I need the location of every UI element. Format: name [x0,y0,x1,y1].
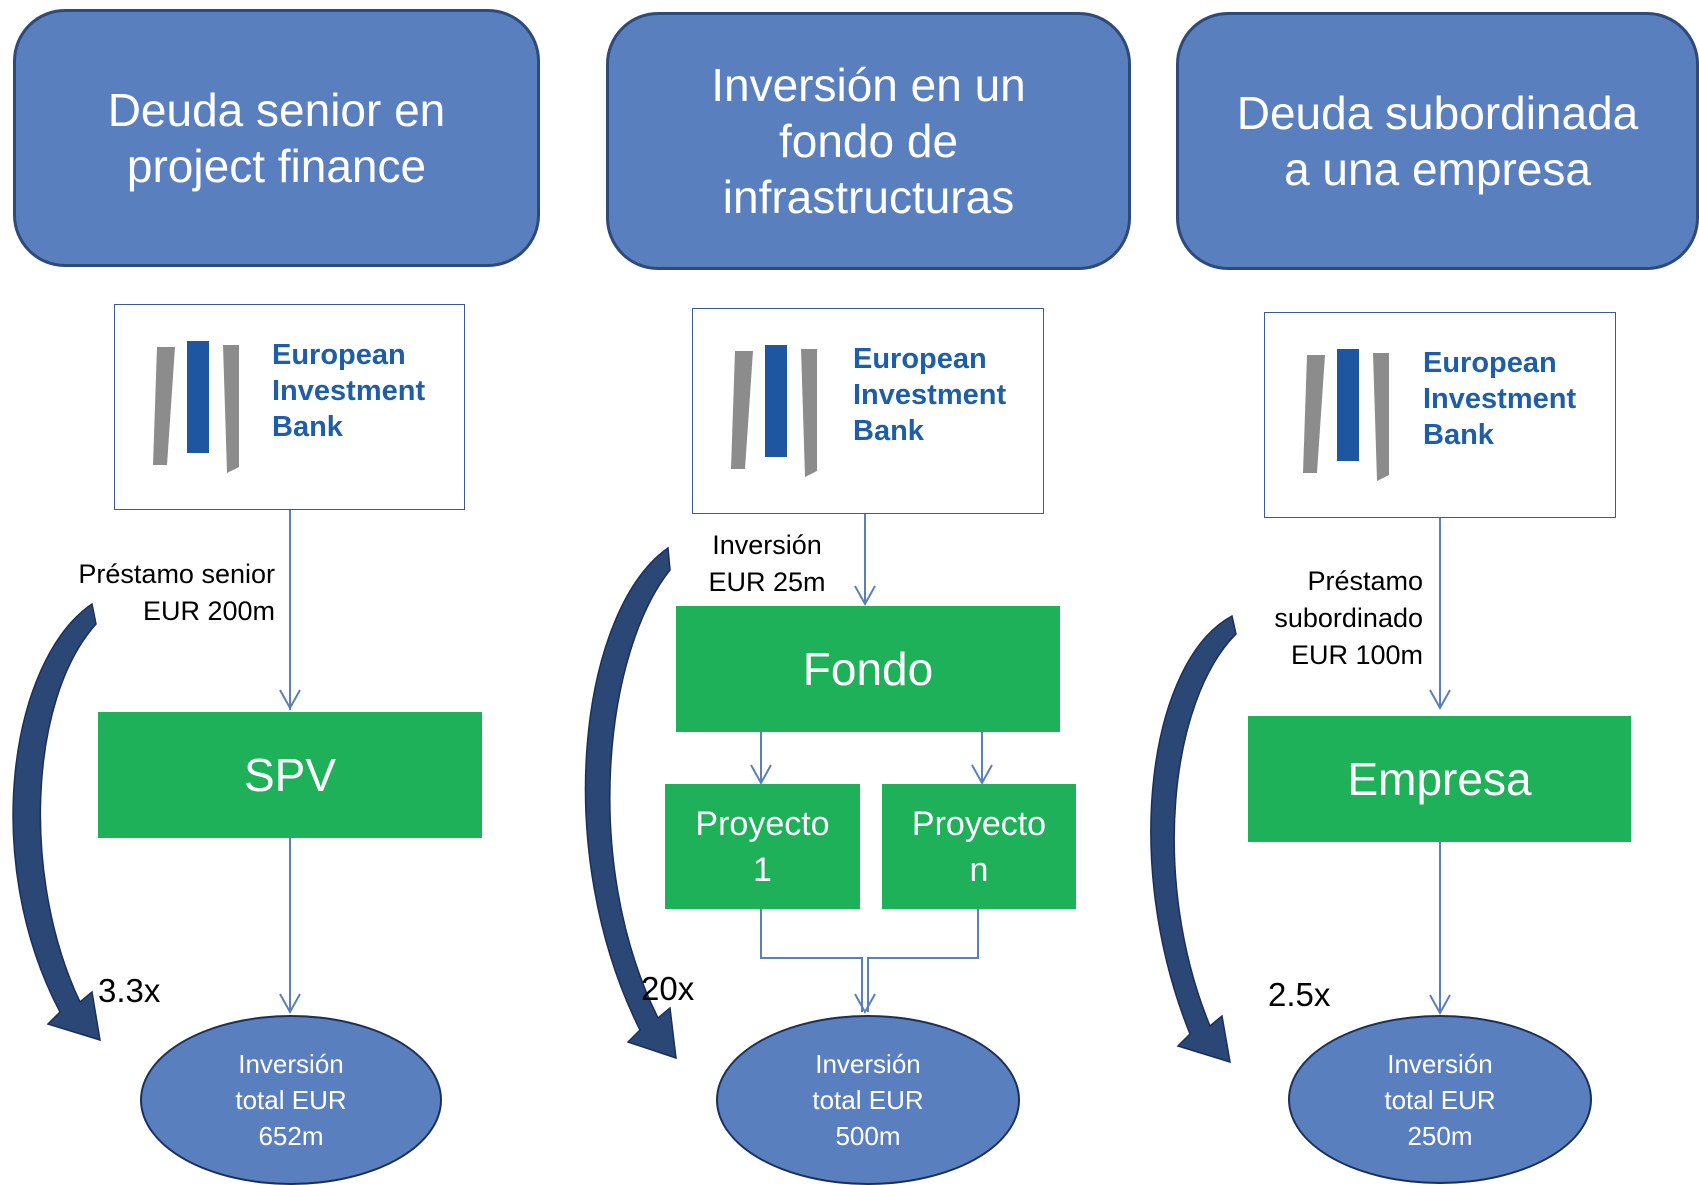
box-spv: SPV [98,712,482,838]
result-text-3: Inversión total EUR 250m [1384,1048,1496,1151]
multiplier-2: 20x [641,970,695,1007]
header-infrastructure-fund-text: Inversión en un fondo de infrastructuras [711,58,1026,224]
box-fondo: Fondo [676,606,1060,732]
connector-proyecto-n [867,909,979,1012]
box-empresa: Empresa [1248,716,1631,842]
result-text-1: Inversión total EUR 652m [235,1049,347,1151]
eib-logo-mark-icon [731,345,817,477]
box-empresa-label: Empresa [1347,753,1532,805]
curved-arrow-2 [584,546,677,1060]
multiplier-1: 3.3x [98,972,161,1009]
header-subordinated-debt-text: Deuda subordinada a una empresa [1236,86,1639,195]
header-subordinated-debt: Deuda subordinada a una empresa [1176,12,1699,270]
header-senior-debt: Deuda senior en project finance [13,9,540,267]
header-senior-debt-text: Deuda senior en project finance [107,83,446,192]
eib-logo-3: European Investment Bank [1264,312,1616,518]
multiplier-3: 2.5x [1268,976,1331,1013]
eib-logo-1: European Investment Bank [114,304,465,510]
flow-label-fund-investment: Inversión EUR 25m [708,530,826,597]
eib-logo-mark-icon [1303,349,1389,481]
box-proyecto-1-label: Proyecto 1 [695,804,830,889]
flow-label-subordinated-loan: Préstamo subordinado EUR 100m [1274,566,1423,670]
result-ellipse-1: Inversión total EUR 652m [140,1015,442,1185]
result-ellipse-3: Inversión total EUR 250m [1288,1015,1592,1184]
eib-logo-2: European Investment Bank [692,308,1044,514]
flow-label-senior-loan: Préstamo senior EUR 200m [78,559,275,626]
box-fondo-label: Fondo [802,643,934,695]
curved-arrow-3 [1150,614,1237,1064]
connector-proyecto-1 [760,909,863,1012]
header-infrastructure-fund: Inversión en un fondo de infrastructuras [606,12,1131,270]
eib-logo-text-2: European Investment Bank [853,343,1007,447]
box-proyecto-n: Proyecto n [882,784,1076,909]
box-proyecto-1: Proyecto 1 [665,784,860,909]
result-text-2: Inversión total EUR 500m [812,1049,924,1151]
eib-logo-text-3: European Investment Bank [1423,347,1577,451]
curved-arrow-1 [12,602,101,1042]
box-spv-label: SPV [243,749,337,801]
box-proyecto-n-label: Proyecto n [911,804,1047,889]
eib-logo-text-1: European Investment Bank [272,339,426,443]
eib-logo-mark-icon [153,341,239,473]
result-ellipse-2: Inversión total EUR 500m [716,1015,1020,1185]
